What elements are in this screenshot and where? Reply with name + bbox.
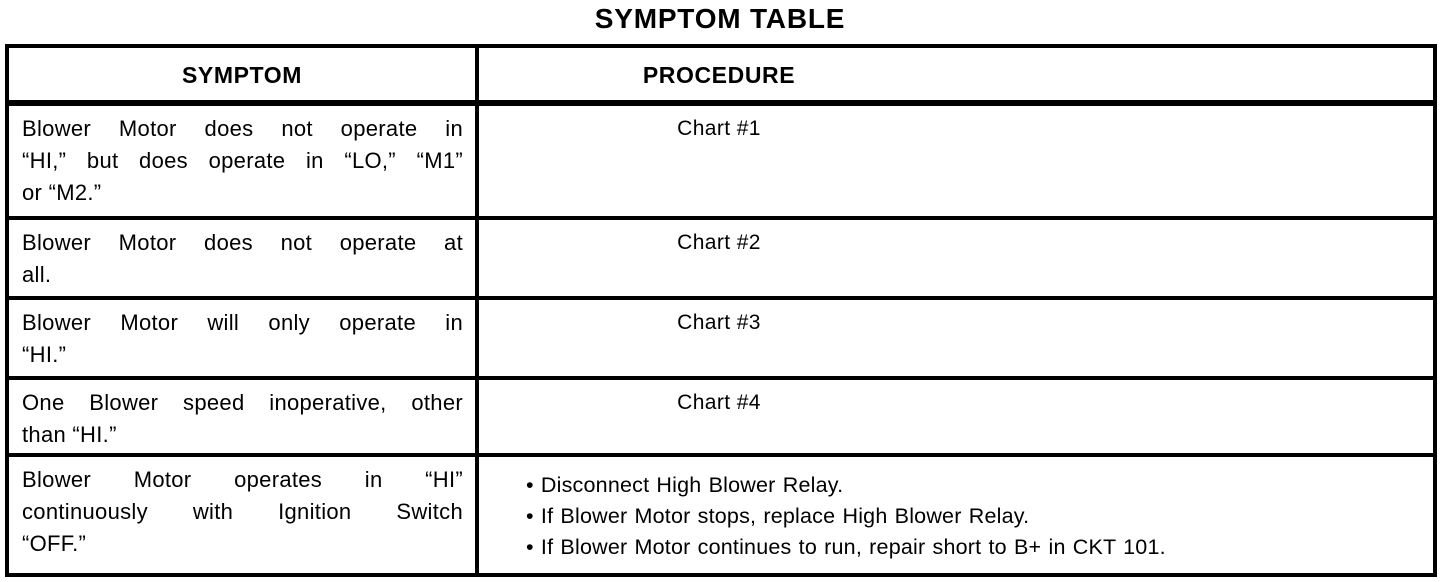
page-title: SYMPTOM TABLE	[594, 3, 846, 34]
symptom-line: or “M2.”	[22, 180, 102, 205]
procedure-bullet-item: • Disconnect High Blower Relay.	[526, 473, 844, 497]
procedure-chart-label: Chart #2	[677, 231, 761, 254]
procedure-cell: Chart #1	[479, 106, 1433, 216]
procedure-cell: Chart #3	[479, 300, 1433, 376]
symptom-line: Blower Motor operates in “HI”	[22, 467, 463, 492]
symptom-line: all.	[22, 262, 52, 287]
symptom-cell: Blower Motor does not operate at all.	[9, 220, 479, 296]
symptom-cell: One Blower speed inoperative, other than …	[9, 380, 479, 453]
header-symptom: SYMPTOM	[9, 48, 479, 100]
procedure-chart-label: Chart #4	[677, 391, 761, 414]
procedure-cell: Chart #4	[479, 380, 1433, 453]
procedure-cell: • Disconnect High Blower Relay. • If Blow…	[479, 457, 1433, 573]
procedure-chart-label: Chart #3	[677, 311, 761, 334]
procedure-cell: Chart #2	[479, 220, 1433, 296]
table-body: Blower Motor does not operate in “HI,” bu…	[9, 106, 1433, 573]
table-row: Blower Motor does not operate at all. Char…	[9, 220, 1433, 300]
symptom-line: “HI.”	[22, 342, 67, 367]
symptom-table: SYMPTOM PROCEDURE Blower Motor does not …	[5, 44, 1437, 577]
header-row: SYMPTOM PROCEDURE	[9, 48, 1433, 106]
symptom-cell: Blower Motor will only operate in “HI.”	[9, 300, 479, 376]
procedure-bullet-list: • Disconnect High Blower Relay. • If Blow…	[479, 464, 1433, 563]
symptom-line: than “HI.”	[22, 422, 117, 447]
procedure-chart-label: Chart #1	[677, 117, 761, 140]
symptom-line: Blower Motor does not operate at	[22, 230, 463, 255]
symptom-cell: Blower Motor does not operate in “HI,” bu…	[9, 106, 479, 216]
symptom-line: continuously with Ignition Switch	[22, 499, 463, 524]
header-procedure-cell: PROCEDURE	[479, 48, 1433, 100]
table-row: One Blower speed inoperative, other than …	[9, 380, 1433, 457]
symptom-line: Blower Motor will only operate in	[22, 310, 463, 335]
procedure-bullet-item: • If Blower Motor continues to run, repa…	[526, 535, 1166, 559]
symptom-line: Blower Motor does not operate in	[22, 116, 463, 141]
symptom-line: “OFF.”	[22, 531, 87, 556]
table-row: Blower Motor does not operate in “HI,” bu…	[9, 106, 1433, 220]
symptom-line: One Blower speed inoperative, other	[22, 390, 463, 415]
header-procedure: PROCEDURE	[642, 62, 796, 88]
procedure-bullet-item: • If Blower Motor stops, replace High Bl…	[526, 504, 1030, 528]
table-row: Blower Motor operates in “HI” continuousl…	[9, 457, 1433, 573]
symptom-cell: Blower Motor operates in “HI” continuousl…	[9, 457, 479, 573]
symptom-line: “HI,” but does operate in “LO,” “M1”	[22, 148, 463, 173]
table-row: Blower Motor will only operate in “HI.” Ch…	[9, 300, 1433, 380]
